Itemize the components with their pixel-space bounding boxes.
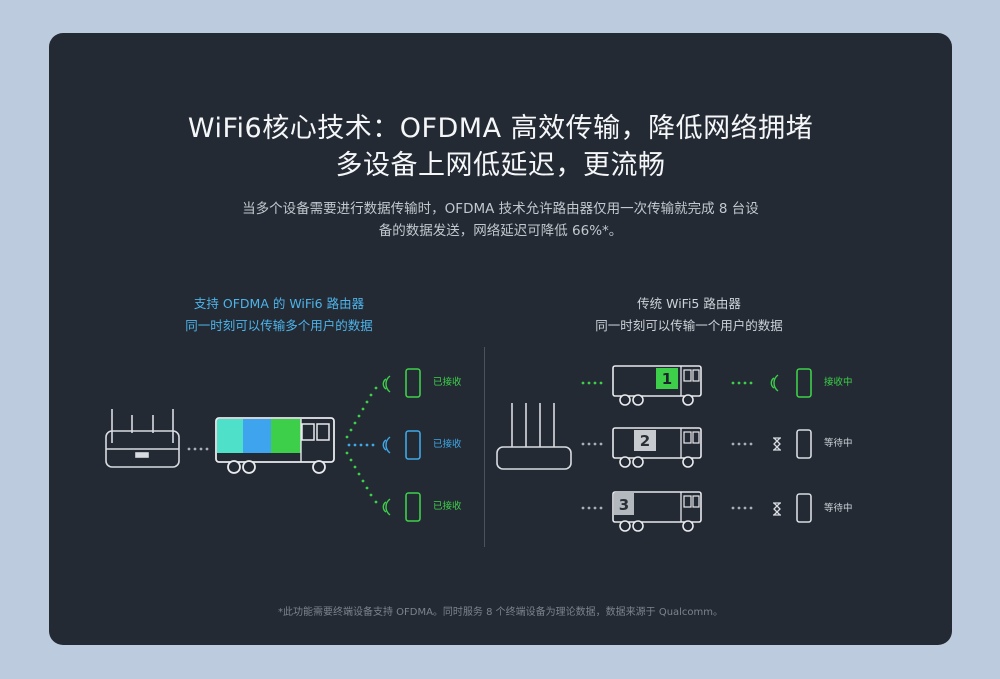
hourglass-icon (773, 437, 781, 451)
truck-status-label: 等待中 (824, 503, 853, 514)
device-status-label: 已接收 (433, 439, 462, 450)
phone-icon (796, 429, 812, 459)
device-status-label: 已接收 (433, 377, 462, 388)
wifi-signal-icon (382, 375, 391, 393)
device-status-label: 已接收 (433, 501, 462, 512)
description-line-2: 备的数据发送，网络延迟可降低 66%*。 (378, 223, 623, 239)
illustration: 1 2 (105, 365, 812, 532)
wifi6-router-icon (105, 409, 180, 468)
footnote: *此功能需要终端设备支持 OFDMA。同时服务 8 个终端设备为理论数据，数据来… (277, 607, 724, 618)
truck-status-label: 等待中 (824, 438, 853, 449)
wifi6-caption: 支持 OFDMA 的 WiFi6 路由器 同一时刻可以传输多个用户的数据 (159, 293, 399, 337)
panel-divider (484, 347, 485, 547)
wifi-signal-icon (770, 374, 779, 392)
wifi5-caption-subtitle: 同一时刻可以传输一个用户的数据 (595, 318, 783, 333)
wifi6-caption-subtitle: 同一时刻可以传输多个用户的数据 (185, 318, 373, 333)
wifi6-device-1 (382, 368, 421, 398)
wifi6-fanout-dots (345, 386, 378, 504)
truck-icon: 1 (612, 365, 702, 406)
phone-icon (405, 368, 421, 398)
heading-line-1: WiFi6核心技术：OFDMA 高效传输，降低网络拥堵 (187, 113, 814, 144)
wifi5-truck-row-2: 2 (581, 427, 812, 468)
truck-number: 3 (619, 496, 629, 514)
description-line-1: 当多个设备需要进行数据传输时，OFDMA 技术允许路由器仅用一次传输就完成 8 … (242, 201, 759, 217)
phone-icon (796, 493, 812, 523)
wifi6-truck-icon (215, 417, 335, 474)
cargo-block-1 (217, 419, 243, 453)
phone-icon (405, 492, 421, 522)
heading-line-2: 多设备上网低延迟，更流畅 (335, 150, 666, 181)
cargo-block-2 (243, 419, 271, 453)
wifi6-device-2 (382, 430, 421, 460)
wifi-signal-icon (382, 498, 391, 516)
truck-status-label: 接收中 (824, 377, 853, 388)
wifi5-truck-row-1: 1 (581, 365, 812, 406)
wifi5-truck-row-3: 3 (581, 491, 812, 532)
wifi-signal-icon (382, 436, 391, 454)
phone-icon (405, 430, 421, 460)
wifi5-caption-title: 传统 WiFi5 路由器 (637, 296, 741, 311)
phone-icon (796, 368, 812, 398)
wifi5-router-icon (496, 403, 572, 470)
wifi5-caption: 传统 WiFi5 路由器 同一时刻可以传输一个用户的数据 (559, 293, 819, 337)
hourglass-icon (773, 502, 781, 516)
cargo-block-3 (271, 419, 301, 453)
wifi6-caption-title: 支持 OFDMA 的 WiFi6 路由器 (193, 296, 365, 311)
wifi6-link-dots (187, 447, 209, 451)
truck-number: 1 (662, 370, 672, 388)
truck-icon: 2 (612, 427, 702, 468)
truck-number: 2 (640, 432, 650, 450)
feature-card: WiFi6核心技术：OFDMA 高效传输，降低网络拥堵 多设备上网低延迟，更流畅… (49, 33, 952, 645)
truck-icon: 3 (612, 491, 702, 532)
wifi6-device-3 (382, 492, 421, 522)
